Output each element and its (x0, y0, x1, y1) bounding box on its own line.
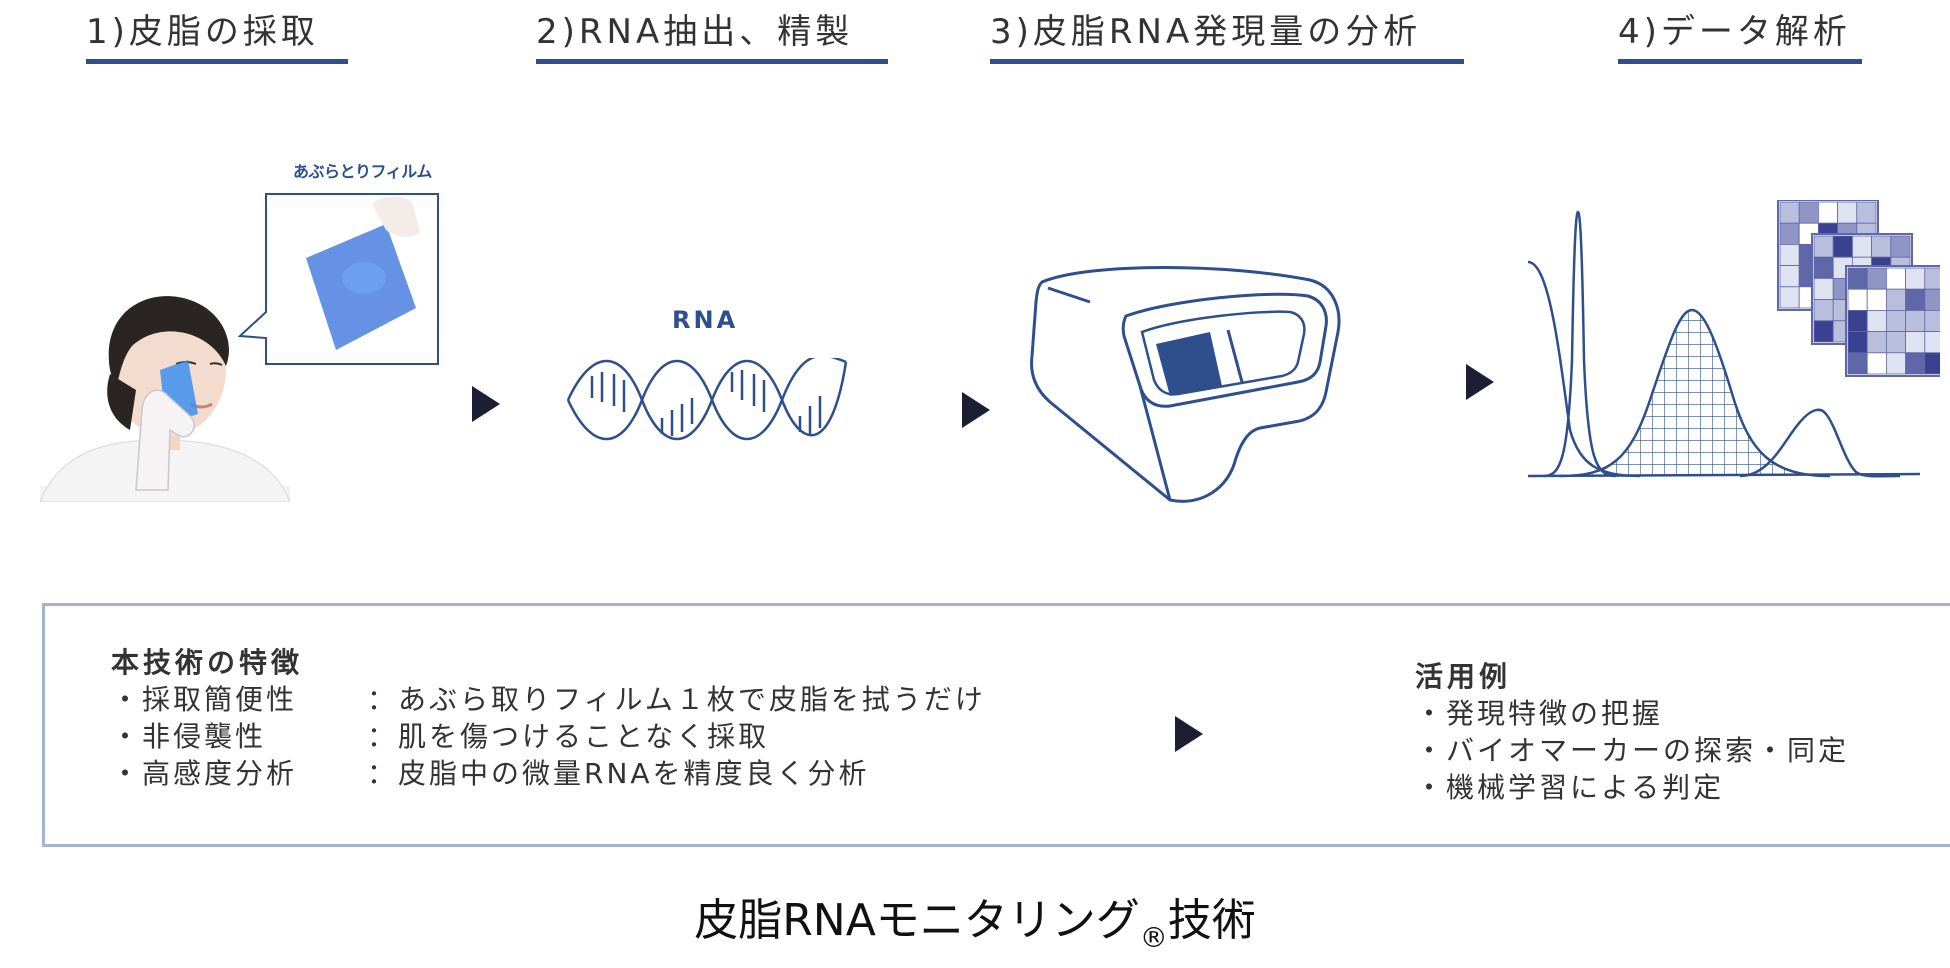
step-1-label: 1)皮脂の採取 (86, 12, 319, 52)
heatmap-cell (1779, 244, 1800, 267)
heatmap-cell (1847, 288, 1868, 311)
heatmap-cell (1866, 288, 1887, 311)
arrow-right-icon (962, 392, 990, 428)
heatmap-cell (1779, 265, 1800, 288)
heatmap-cell (1837, 201, 1858, 224)
heatmap-cell (1856, 201, 1877, 224)
heatmap-cell (1905, 310, 1926, 333)
features-heading: 本技術の特徴 (111, 646, 304, 679)
heatmap-cell (1905, 288, 1926, 311)
person-wiping-face-illustration (40, 296, 290, 502)
use-item: ・バイオマーカーの探索・同定 (1415, 734, 1850, 767)
heatmap-icons (1777, 200, 1940, 377)
use-item: ・発現特徴の把握 (1415, 697, 1664, 730)
step-2-title: 2)RNA抽出、精製 (536, 8, 888, 64)
feature-value: ：あぶら取りフィルム１枚で皮脂を拭うだけ (367, 683, 986, 716)
uses-heading: 活用例 (1415, 660, 1512, 693)
step-1-title: 1)皮脂の採取 (86, 8, 348, 64)
step-4-underline (1618, 59, 1862, 64)
heatmap-cell (1847, 310, 1868, 333)
feature-row: ・高感度分析 ：皮脂中の微量RNAを精度良く分析 (111, 755, 986, 792)
heatmap-cell (1905, 352, 1926, 375)
heatmap-cell (1866, 352, 1887, 375)
heatmap-cell (1817, 201, 1838, 224)
feature-value: ：皮脂中の微量RNAを精度良く分析 (367, 757, 870, 790)
heatmap-cell (1813, 320, 1834, 343)
heatmap-cell (1798, 201, 1819, 224)
step-2-label: 2)RNA抽出、精製 (536, 12, 854, 52)
heatmap-cell (1847, 331, 1868, 354)
heatmap-cell (1871, 235, 1892, 258)
feature-row: ・非侵襲性 ：肌を傷つけることなく採取 (111, 718, 986, 755)
technology-title: 皮脂RNAモニタリング®技術 (0, 884, 1950, 954)
step-4-label: 4)データ解析 (1618, 12, 1851, 52)
heatmap-cell (1832, 235, 1853, 258)
heatmap-cell (1847, 267, 1868, 290)
step-4-title: 4)データ解析 (1618, 8, 1862, 64)
heatmap-cell (1905, 331, 1926, 354)
arrow-right-icon (1175, 716, 1203, 752)
step-3-underline (990, 59, 1464, 64)
heatmap-cell (1924, 352, 1940, 375)
heatmap-cell (1885, 267, 1906, 290)
arrow-right-icon (1466, 364, 1494, 400)
heatmap-cell (1885, 352, 1906, 375)
rna-label: RNA (672, 306, 739, 334)
heatmap-cell (1905, 267, 1926, 290)
technology-title-main: 皮脂RNAモニタリング (694, 895, 1140, 946)
heatmap-cell (1885, 288, 1906, 311)
film-brand-label: あぶらとりフィルム (293, 162, 432, 181)
heatmap-cell (1885, 310, 1906, 333)
step-3-label: 3)皮脂RNA発現量の分析 (990, 12, 1422, 52)
data-analysis-plot-icon (1527, 200, 1940, 478)
heatmap-cell (1866, 267, 1887, 290)
uses-section: 活用例 ・発現特徴の把握 ・バイオマーカーの探索・同定 ・機械学習による判定 (1415, 658, 1849, 806)
heatmap-cell (1924, 267, 1940, 290)
feature-key: ・高感度分析 (111, 757, 298, 790)
step-3-title: 3)皮脂RNA発現量の分析 (990, 8, 1464, 64)
heatmap-cell (1779, 286, 1800, 309)
step-1-underline (86, 59, 348, 64)
heatmap-cell (1779, 222, 1800, 245)
heatmap-cell (1924, 310, 1940, 333)
heatmap-cell (1866, 331, 1887, 354)
heatmap-cell (1866, 310, 1887, 333)
rna-helix-icon (566, 358, 848, 441)
feature-value: ：肌を傷つけることなく採取 (367, 720, 770, 753)
technology-title-suffix: 技術 (1167, 895, 1256, 946)
heatmap-cell (1813, 256, 1834, 279)
feature-key: ・採取簡便性 (111, 683, 298, 716)
heatmap-cell (1851, 235, 1872, 258)
heatmap-cell (1847, 352, 1868, 375)
heatmap-cell (1813, 278, 1834, 301)
heatmap-cell (1813, 299, 1834, 322)
arrow-right-icon (472, 386, 500, 422)
feature-key: ・非侵襲性 (111, 720, 267, 753)
heatmap-cell (1924, 288, 1940, 311)
use-item: ・機械学習による判定 (1415, 771, 1725, 804)
heatmap-cell (1779, 201, 1800, 224)
heatmap-cell (1885, 331, 1906, 354)
rna-analyzer-device-icon (1030, 266, 1341, 503)
heatmap-cell (1813, 235, 1834, 258)
heatmap-cell (1924, 331, 1940, 354)
feature-box: 本技術の特徴 ・採取簡便性 ：あぶら取りフィルム１枚で皮脂を拭うだけ ・非侵襲性 ：… (42, 603, 1950, 847)
heatmap-cell (1890, 235, 1911, 258)
registered-mark: ® (1139, 921, 1168, 954)
feature-row: ・採取簡便性 ：あぶら取りフィルム１枚で皮脂を拭うだけ (111, 681, 986, 718)
step-2-underline (536, 59, 888, 64)
film-callout (237, 193, 439, 365)
features-section: 本技術の特徴 ・採取簡便性 ：あぶら取りフィルム１枚で皮脂を拭うだけ ・非侵襲性 ：… (111, 644, 986, 792)
